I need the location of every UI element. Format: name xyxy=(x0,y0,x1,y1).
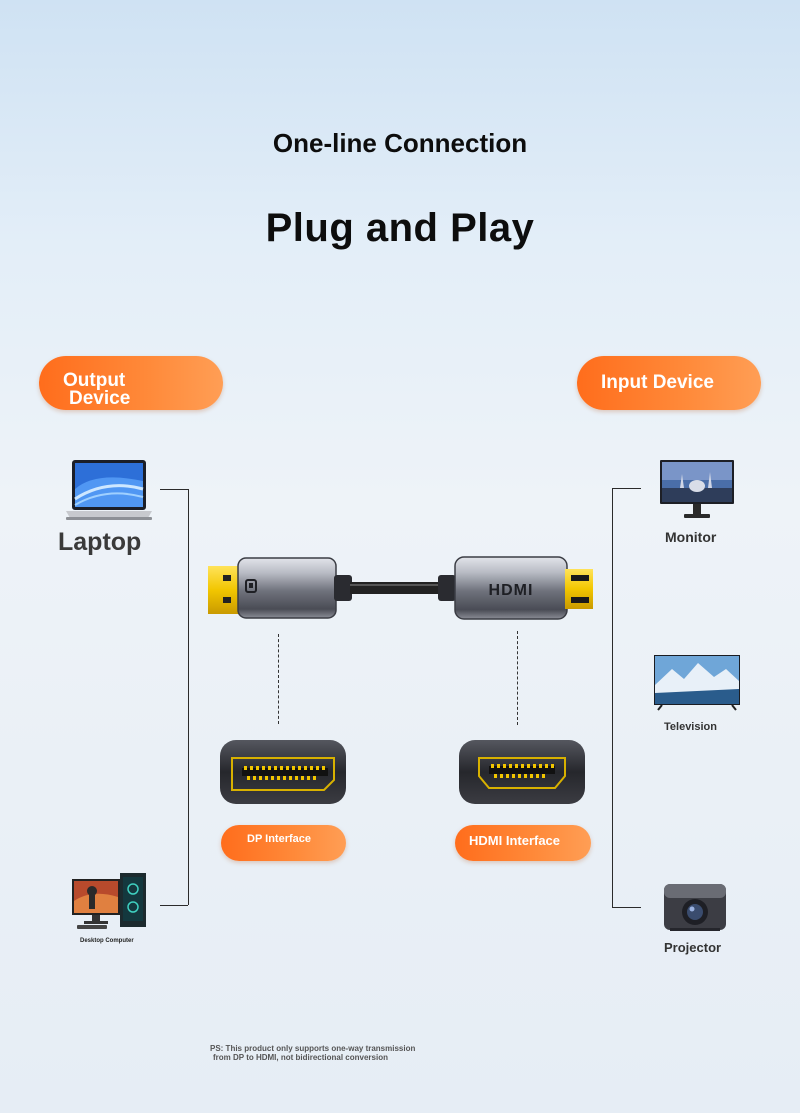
projector-label: Projector xyxy=(664,940,722,955)
hdmi-port-image xyxy=(457,738,587,808)
television-label: Television xyxy=(664,721,717,733)
desktop-computer-label: Desktop Computer xyxy=(80,938,134,944)
right-bracket-bottom xyxy=(612,907,641,908)
projector-image xyxy=(662,882,728,934)
laptop-image xyxy=(66,459,154,521)
left-bracket-vertical xyxy=(188,489,189,905)
output-device-label-line1: Output xyxy=(63,370,126,391)
input-device-badge: Input Device xyxy=(577,356,761,410)
desktop-computer-image xyxy=(72,871,148,933)
dp-to-hdmi-cable: HDMI xyxy=(205,553,597,623)
page-title: Plug and Play xyxy=(265,206,535,250)
transmission-note: PS: This product only supports one-way t… xyxy=(210,1044,510,1062)
output-device-badge: Output Device xyxy=(39,356,223,410)
hdmi-logo: HDMI xyxy=(489,582,534,599)
dp-interface-badge: DP Interface xyxy=(221,825,346,861)
television-image xyxy=(654,655,740,711)
dp-dashed-guide xyxy=(278,634,279,724)
left-bracket-bottom xyxy=(160,905,188,906)
right-bracket-top xyxy=(612,488,641,489)
monitor-image xyxy=(660,460,734,520)
hdmi-interface-badge: HDMI Interface xyxy=(455,825,591,861)
hdmi-dashed-guide xyxy=(517,631,518,725)
subtitle: One-line Connection xyxy=(272,128,528,158)
transmission-note-line2: from DP to HDMI, not bidirectional conve… xyxy=(213,1053,388,1062)
right-bracket-vertical xyxy=(612,488,613,907)
transmission-note-line1: PS: This product only supports one-way t… xyxy=(210,1044,416,1053)
left-bracket-top xyxy=(160,489,188,490)
dp-port-image xyxy=(218,738,348,808)
monitor-label: Monitor xyxy=(665,529,717,545)
laptop-label: Laptop xyxy=(58,528,142,556)
output-device-label-line2: Device xyxy=(69,388,131,409)
